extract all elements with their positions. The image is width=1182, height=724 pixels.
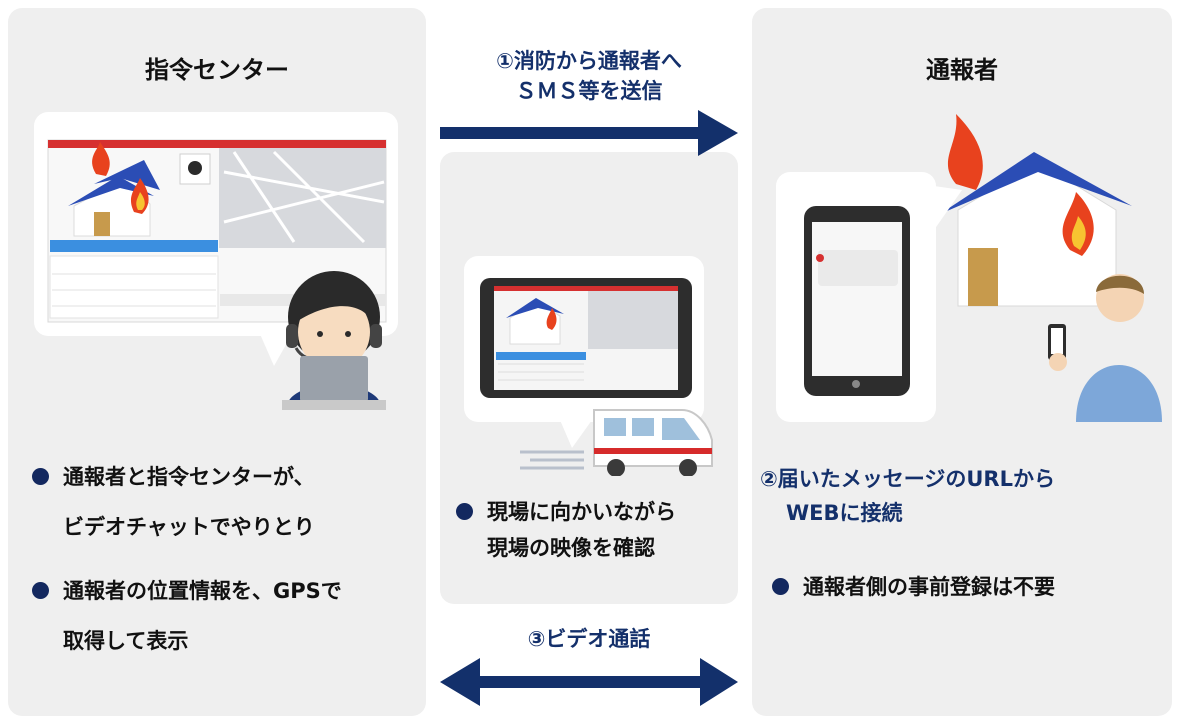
caller-phone-illustration bbox=[776, 114, 1162, 422]
step3-double-arrow-icon bbox=[440, 658, 738, 706]
left-bullet-2-line2: 取得して表示 bbox=[63, 629, 189, 653]
bullet-icon bbox=[32, 468, 49, 485]
step1-line1: ①消防から通報者へ bbox=[496, 49, 682, 73]
bullet-icon bbox=[456, 503, 473, 520]
middle-bullet-line1: 現場に向かいながら bbox=[487, 500, 676, 524]
step1-line2: ＳＭＳ等を送信 bbox=[515, 79, 663, 103]
right-bullet-text: 通報者側の事前登録は不要 bbox=[803, 575, 1055, 599]
bullet-icon bbox=[32, 582, 49, 599]
left-bullet-2: 通報者の位置情報を、GPSで 取得して表示 bbox=[32, 566, 342, 666]
left-bullet-1: 通報者と指令センターが、 ビデオチャットでやりとり bbox=[32, 452, 315, 552]
dispatch-screen-illustration bbox=[34, 112, 398, 410]
step2-label: ②届いたメッセージのURLから WEBに接続 bbox=[760, 462, 1140, 530]
dispatch-center-title: 指令センター bbox=[145, 56, 289, 84]
left-bullet-1-line2: ビデオチャットでやりとり bbox=[63, 515, 315, 539]
ambulance-tablet-illustration bbox=[464, 256, 713, 476]
step2-line1: ②届いたメッセージのURLから bbox=[760, 467, 1055, 491]
step1-arrow-icon bbox=[440, 110, 738, 156]
left-bullet-2-line1: 通報者の位置情報を、GPSで bbox=[63, 579, 342, 603]
step3-label: ③ビデオ通話 bbox=[527, 627, 651, 651]
step2-line2: WEBに接続 bbox=[786, 501, 903, 525]
right-bullet: 通報者側の事前登録は不要 bbox=[772, 562, 1055, 612]
caller-title: 通報者 bbox=[926, 56, 998, 84]
step1-label: ①消防から通報者へ ＳＭＳ等を送信 bbox=[440, 46, 738, 106]
middle-bullet-line2: 現場の映像を確認 bbox=[487, 536, 655, 560]
bullet-icon bbox=[772, 578, 789, 595]
middle-bullet: 現場に向かいながら 現場の映像を確認 bbox=[456, 494, 676, 566]
left-bullet-1-line1: 通報者と指令センターが、 bbox=[63, 465, 315, 489]
